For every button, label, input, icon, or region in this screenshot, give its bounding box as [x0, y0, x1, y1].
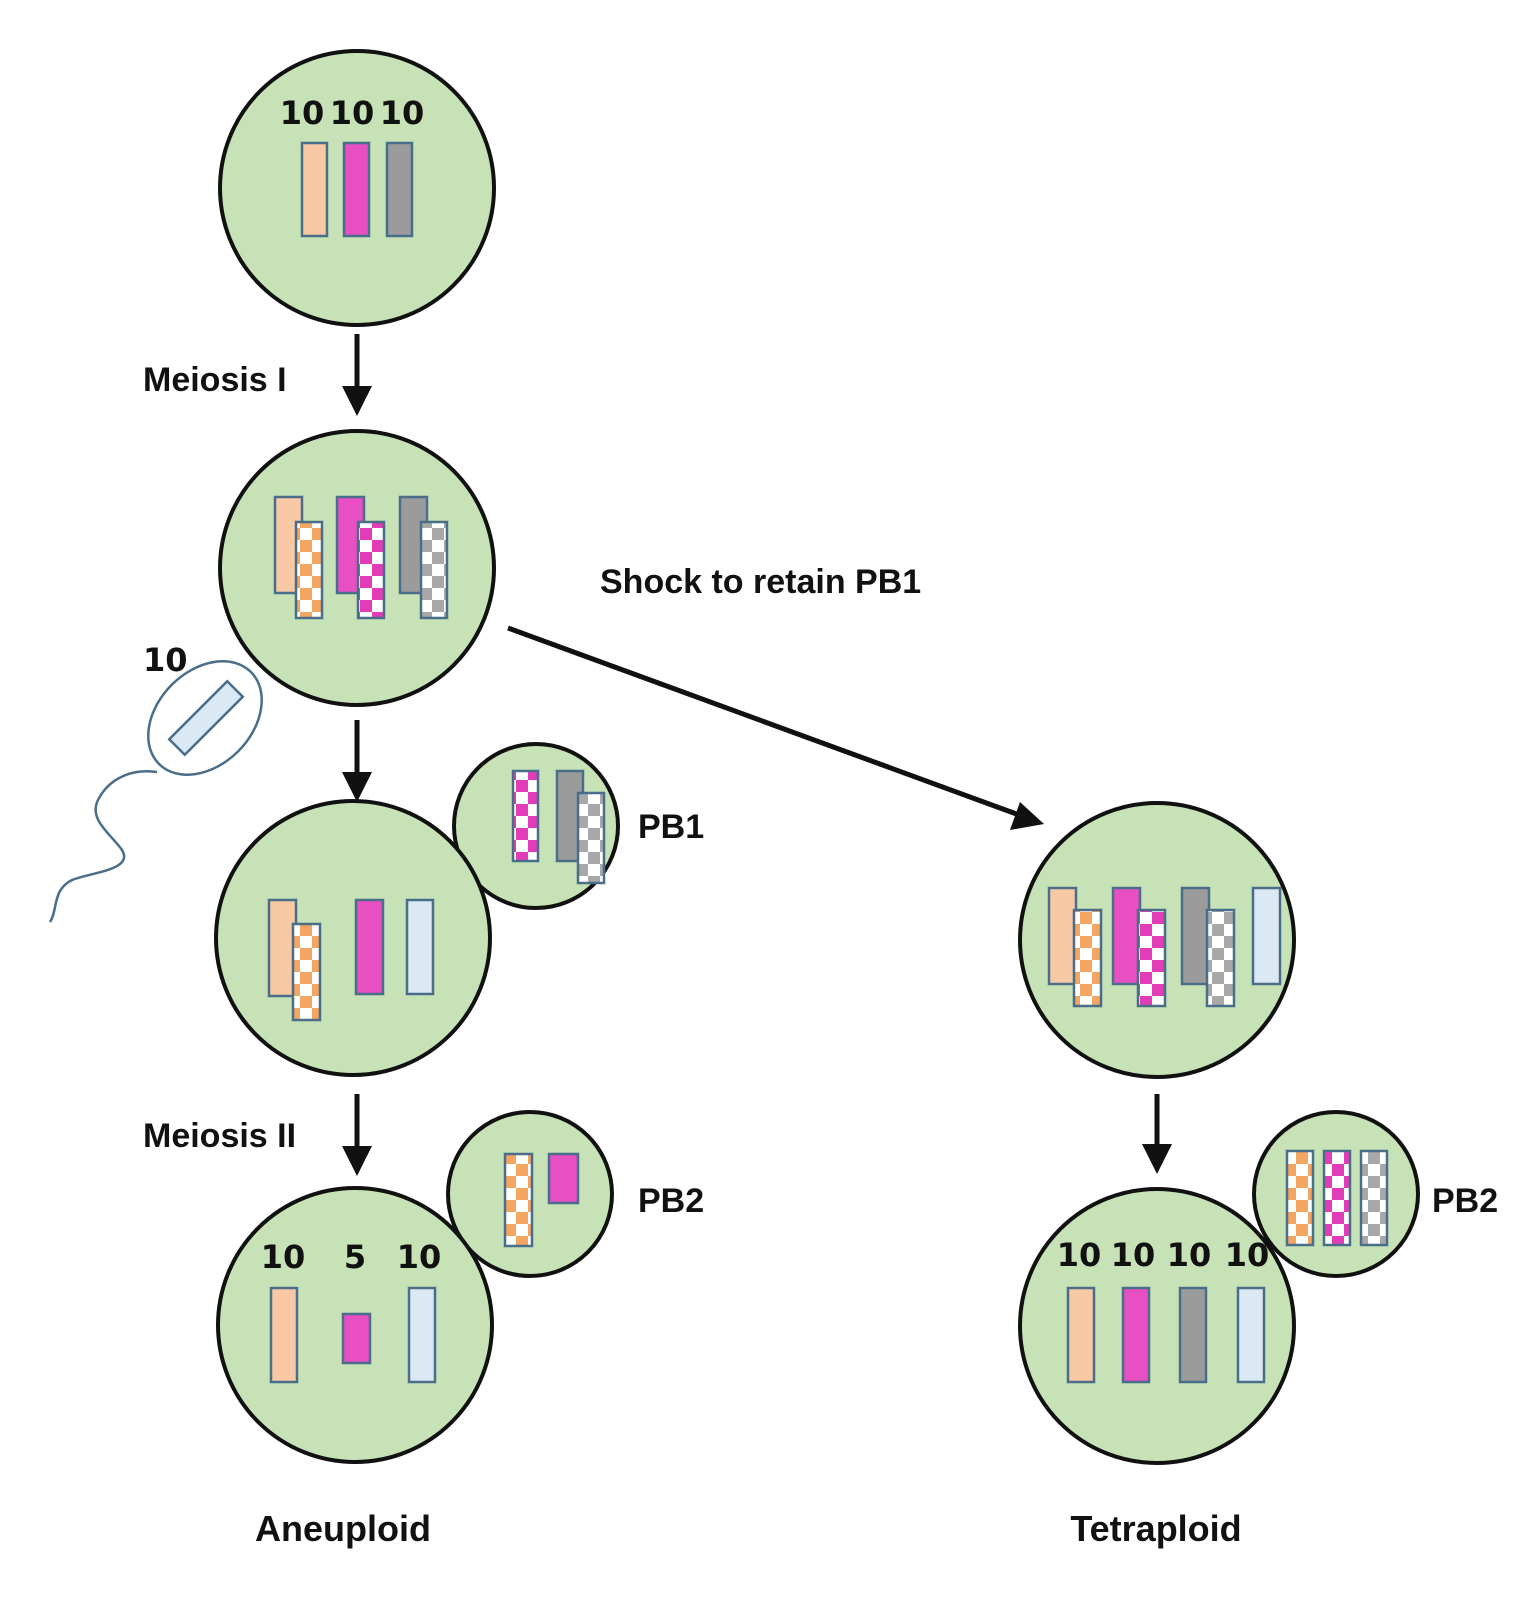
arrow-meiosis-ii: [342, 1094, 372, 1176]
count-top-3: 10: [380, 94, 425, 132]
chromosome-magenta-short: [547, 1152, 580, 1205]
chromosome-gray: [1180, 886, 1211, 986]
chromatid-magenta-checkered: [1322, 1149, 1352, 1247]
chromatid-gray-checkered: [419, 520, 449, 620]
chromosome-orange: [1066, 1286, 1096, 1384]
shock-label: Shock to retain PB1: [600, 563, 921, 601]
tetraploid-label: Tetraploid: [1070, 1508, 1241, 1549]
chromosome-light-blue: [405, 898, 435, 996]
sperm-head: [147, 660, 263, 776]
chromosome-orange: [1047, 886, 1078, 986]
chromatid-orange-checkered: [1072, 908, 1103, 1008]
pb2-left-label: PB2: [638, 1182, 704, 1220]
count-aneuploid-2: 5: [344, 1238, 366, 1276]
chromosome-light-blue: [407, 1286, 437, 1384]
chromosome-magenta: [342, 141, 371, 238]
chromatid-gray-checkered: [1359, 1149, 1389, 1247]
tetraploid-cell: [1018, 1187, 1296, 1465]
count-top-1: 10: [280, 94, 325, 132]
chromosome-light-blue: [1236, 1286, 1266, 1384]
arrow-shock: [507, 625, 1044, 830]
chromosome-gray: [1178, 1286, 1208, 1384]
chromatid-orange-checkered: [291, 922, 322, 1022]
count-tetraploid-2: 10: [1111, 1236, 1156, 1274]
arrow-meiosis-i: [342, 334, 372, 416]
meiosis-i-label: Meiosis I: [143, 361, 287, 399]
sperm: [48, 660, 263, 923]
chromatid-magenta-checkered: [1136, 908, 1167, 1008]
chromatid-magenta-checkered: [511, 769, 540, 863]
count-aneuploid-3: 10: [397, 1238, 442, 1276]
chromatid-gray-checkered: [1205, 908, 1236, 1008]
chromatid-gray-checkered: [576, 791, 606, 885]
count-aneuploid-1: 10: [261, 1238, 306, 1276]
chromosome-orange: [269, 1286, 299, 1384]
sperm-tail: [48, 769, 158, 923]
count-sperm: 10: [143, 641, 188, 679]
count-tetraploid-4: 10: [1225, 1236, 1270, 1274]
chromatid-orange-checkered: [1285, 1149, 1315, 1247]
chromatid-orange-checkered: [503, 1152, 534, 1248]
fertilized-cell: [214, 799, 492, 1077]
chromatid-magenta-checkered: [356, 520, 386, 620]
meiosis-ii-label: Meiosis II: [143, 1117, 296, 1155]
chromatid-orange-checkered: [294, 520, 324, 620]
pb2-right-label: PB2: [1432, 1182, 1498, 1220]
chromosome-magenta: [354, 898, 385, 996]
chromosome-light-blue: [1251, 886, 1282, 986]
arrow-to-fertilized: [342, 720, 372, 802]
chromosome-light-blue: [167, 679, 245, 757]
aneuploid-label: Aneuploid: [255, 1508, 431, 1549]
chromosome-magenta: [1111, 886, 1142, 986]
count-tetraploid-1: 10: [1057, 1236, 1102, 1274]
count-top-2: 10: [330, 94, 375, 132]
pb1-label: PB1: [638, 808, 704, 846]
chromosome-orange: [300, 141, 329, 238]
chromosome-magenta-short: [341, 1312, 372, 1365]
count-tetraploid-3: 10: [1167, 1236, 1212, 1274]
chromosome-magenta: [1121, 1286, 1151, 1384]
chromosome-gray: [385, 141, 414, 238]
arrow-tetraploid-down: [1142, 1094, 1172, 1174]
